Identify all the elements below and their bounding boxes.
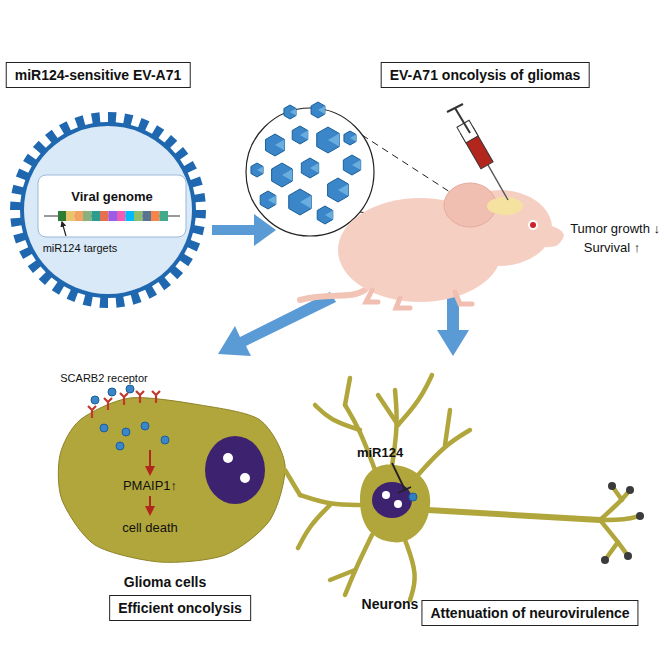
genome-band bbox=[44, 211, 180, 221]
virions bbox=[91, 385, 169, 450]
virus-particle bbox=[10, 112, 206, 308]
mouse bbox=[300, 183, 564, 308]
flow-arrow bbox=[218, 292, 336, 356]
glioma-cell bbox=[58, 398, 285, 563]
zoom-circle bbox=[246, 108, 374, 236]
label: Viral genome bbox=[71, 189, 152, 204]
nucleus bbox=[372, 482, 412, 518]
label: PMAIP1↑ bbox=[123, 478, 177, 493]
title-box: Attenuation of neurovirulence bbox=[421, 600, 638, 626]
genome-box bbox=[38, 175, 186, 237]
label: Glioma cells bbox=[124, 574, 206, 590]
title-box: Efficient oncolysis bbox=[109, 595, 251, 621]
label: cell death bbox=[122, 520, 178, 535]
box-title: Attenuation of neurovirulence bbox=[430, 605, 629, 621]
title-box: miR124-sensitive EV-A71 bbox=[6, 62, 191, 88]
label: Survival ↑ bbox=[584, 240, 640, 255]
label: Neurons bbox=[362, 596, 419, 612]
label: SCARB2 receptor bbox=[60, 372, 147, 384]
title-box: EV-A71 oncolysis of gliomas bbox=[381, 62, 590, 88]
syringe bbox=[447, 104, 508, 200]
label: Tumor growth ↓ bbox=[570, 221, 660, 236]
label: miR124 bbox=[357, 445, 403, 460]
neuron bbox=[285, 375, 644, 600]
nucleus bbox=[205, 436, 265, 504]
box-title: Efficient oncolysis bbox=[118, 600, 242, 616]
scarb2-receptors bbox=[88, 391, 160, 418]
pointer bbox=[62, 222, 66, 236]
virions bbox=[251, 102, 361, 224]
box-title: miR124-sensitive EV-A71 bbox=[15, 67, 182, 83]
box-title: EV-A71 oncolysis of gliomas bbox=[390, 67, 581, 83]
label: miR124 targets bbox=[43, 242, 118, 254]
